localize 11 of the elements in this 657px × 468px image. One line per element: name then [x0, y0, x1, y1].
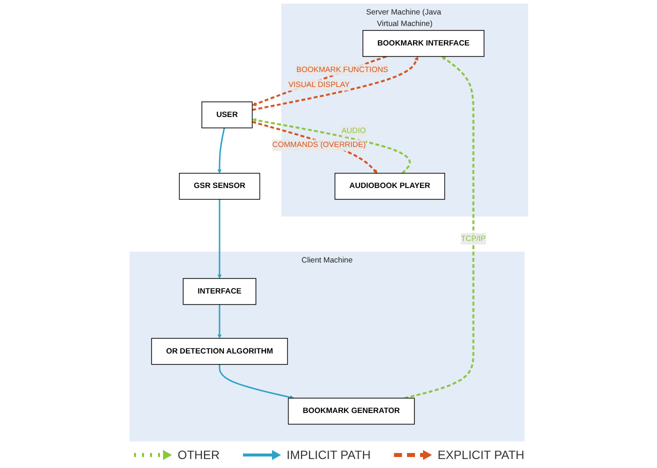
legend-label: EXPLICIT PATH — [438, 448, 524, 462]
arrow — [217, 199, 222, 279]
arrow — [252, 118, 410, 174]
legend-label: IMPLICIT PATH — [286, 448, 371, 462]
arrow — [217, 128, 225, 174]
arrow — [252, 56, 418, 111]
legend-label: OTHER — [178, 448, 220, 462]
arrow — [217, 304, 222, 339]
arrow — [218, 364, 294, 400]
arrow — [404, 56, 474, 400]
arrow — [252, 120, 378, 174]
